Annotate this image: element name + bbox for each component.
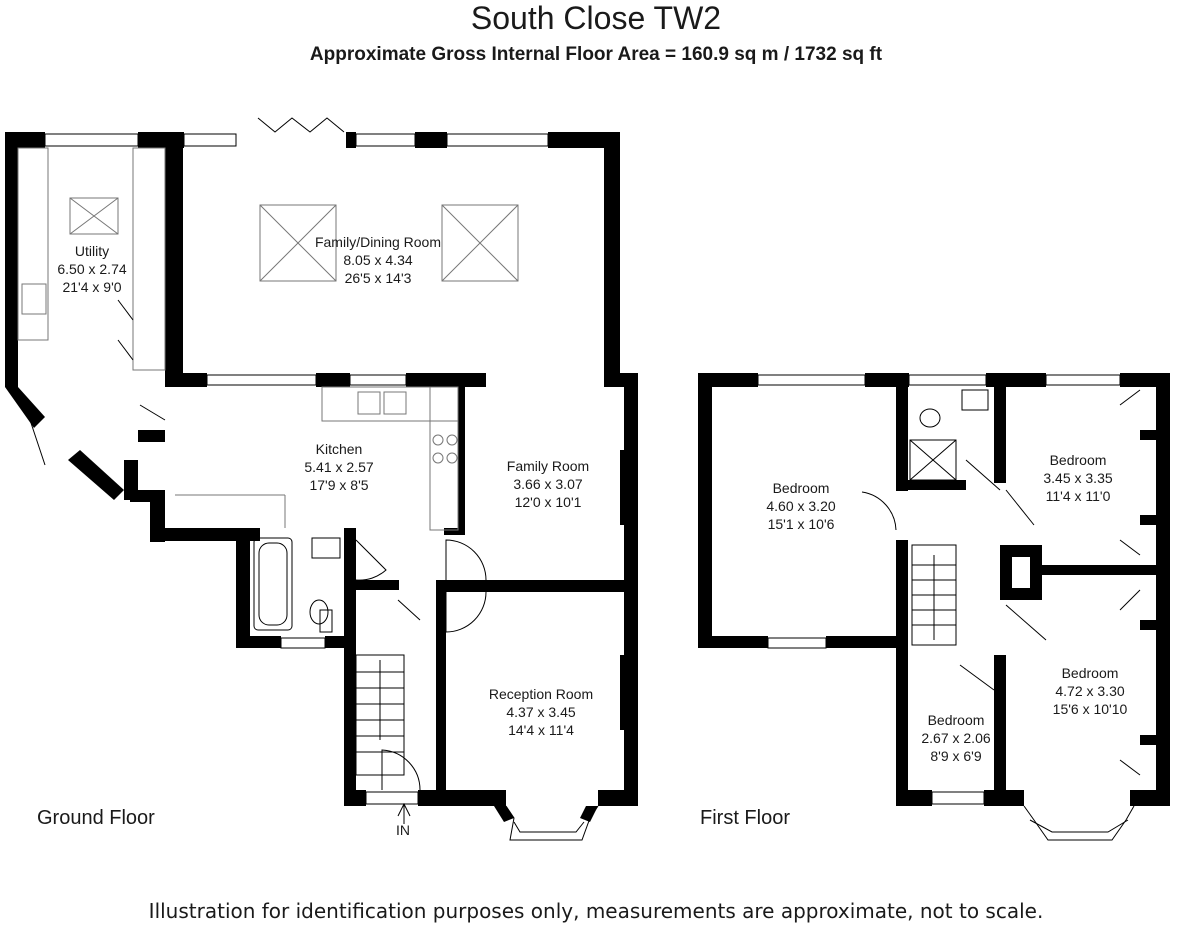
room-imperial: 26'5 x 14'3 [345,270,412,286]
room-name: Bedroom [773,480,830,496]
room-imperial: 11'4 x 11'0 [1046,488,1111,504]
room-name: Family Room [507,458,589,474]
ground-floor-walls [5,132,638,822]
room-label-family-dining: Family/Dining Room 8.05 x 4.34 26'5 x 14… [315,234,441,286]
room-label-bedroom-2: Bedroom 3.45 x 3.35 11'4 x 11'0 [1043,452,1112,504]
room-label-kitchen: Kitchen 5.41 x 2.57 17'9 x 8'5 [304,441,373,493]
first-floor-room-labels: Bedroom 4.60 x 3.20 15'1 x 10'6 Bedroom … [766,452,1127,764]
room-name: Utility [75,243,109,259]
room-imperial: 15'6 x 10'10 [1053,701,1128,717]
disclaimer-text: Illustration for identification purposes… [148,899,1044,923]
room-label-bedroom-3: Bedroom 4.72 x 3.30 15'6 x 10'10 [1053,665,1128,717]
room-imperial: 17'9 x 8'5 [309,477,368,493]
ground-floor-fixtures [17,117,599,841]
room-metric: 4.72 x 3.30 [1055,683,1124,699]
room-imperial: 14'4 x 11'4 [508,722,574,738]
room-label-reception: Reception Room 4.37 x 3.45 14'4 x 11'4 [489,686,593,738]
ground-floor-room-labels: Utility 6.50 x 2.74 21'4 x 9'0 Family/Di… [57,234,593,838]
room-metric: 6.50 x 2.74 [57,261,126,277]
room-name: Kitchen [316,441,363,457]
room-metric: 8.05 x 4.34 [343,252,412,268]
room-metric: 5.41 x 2.57 [304,459,373,475]
room-label-bedroom-4: Bedroom 2.67 x 2.06 8'9 x 6'9 [921,712,990,764]
ground-floor-label: Ground Floor [37,807,155,829]
room-name: Bedroom [1062,665,1119,681]
room-metric: 3.45 x 3.35 [1043,470,1112,486]
entrance-label: IN [396,822,410,838]
room-name: Bedroom [928,712,985,728]
first-floor-fixtures [757,374,1141,841]
room-imperial: 8'9 x 6'9 [930,748,981,764]
room-imperial: 15'1 x 10'6 [768,516,835,532]
room-imperial: 12'0 x 10'1 [515,494,582,510]
room-label-utility: Utility 6.50 x 2.74 21'4 x 9'0 [57,243,126,295]
room-metric: 2.67 x 2.06 [921,730,990,746]
room-metric: 4.60 x 3.20 [766,498,835,514]
room-label-family-room: Family Room 3.66 x 3.07 12'0 x 10'1 [507,458,589,510]
first-floor-label: First Floor [700,807,790,829]
room-metric: 4.37 x 3.45 [506,704,575,720]
room-name: Bedroom [1050,452,1107,468]
room-imperial: 21'4 x 9'0 [62,279,121,295]
room-metric: 3.66 x 3.07 [513,476,582,492]
plan-title: South Close TW2 [470,0,722,36]
floor-area-subtitle: Approximate Gross Internal Floor Area = … [309,44,883,65]
room-label-bedroom-1: Bedroom 4.60 x 3.20 15'1 x 10'6 [766,480,835,532]
room-name: Reception Room [489,686,593,702]
room-name: Family/Dining Room [315,234,441,250]
first-floor-walls [698,373,1170,806]
